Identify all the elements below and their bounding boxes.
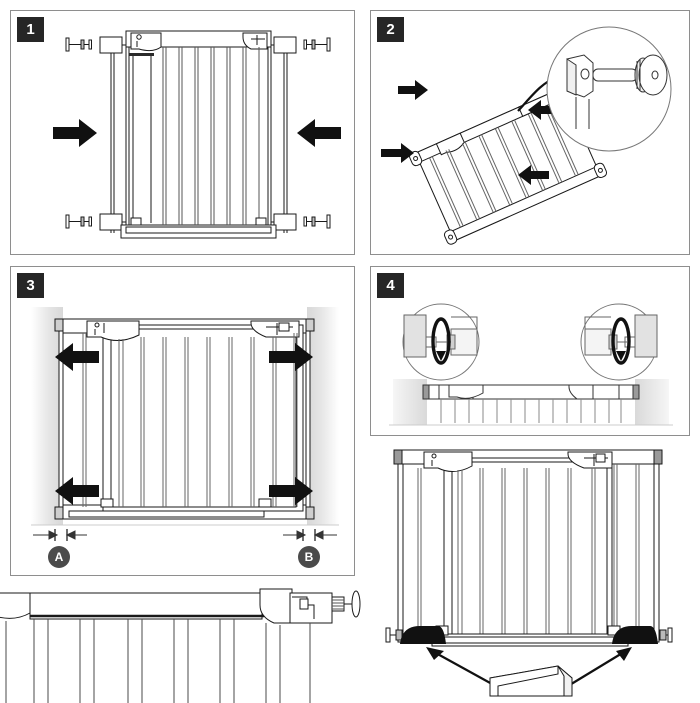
arrow-expand-lower-right [269,477,313,505]
left-knob-rotation-detail [402,303,480,381]
arrow-push-left [297,119,341,147]
installed-gate-with-wedges [385,449,673,697]
wall-right-topdown [635,379,669,425]
arrow-expand-upper-left [55,343,99,371]
gate-hinge-housing [242,32,268,50]
gap-callout-a: A [48,546,70,568]
dimension-marks-b [283,529,337,541]
arrow-spindle-upper-left [398,80,428,100]
spindle-knob-detail-contents [566,54,668,129]
panel-step-1: 1 [10,10,355,255]
wall-left-topdown [393,379,427,425]
top-rail-closeup-drawing [0,588,361,703]
gate-topdown-frame [422,384,640,423]
step-badge-1: 1 [17,17,44,42]
rotation-arrow-icon-left [431,317,451,365]
wall-right [307,307,339,525]
gate-bars [162,47,260,225]
gate-tilted-view-with-spindle-detail [381,26,672,245]
floor-wedge-right [612,626,658,644]
floor-wedge-left [400,626,446,644]
wedge-leader-arrowhead-right [616,647,632,661]
gate-latch-housing [129,32,162,223]
bolt-top-right [303,37,331,52]
step-badge-2: 2 [377,17,404,42]
step-badge-4: 4 [377,273,404,298]
wedge-leader-arrowhead-left [426,647,444,660]
gate-topdown-with-knob-rotation-details [389,303,673,426]
panel-2-artwork [371,11,689,254]
gate-top-rail-closeup [0,583,364,703]
bolt-bottom-left [65,214,92,229]
rotation-arrowhead-left [436,351,446,361]
wall-left [31,307,63,525]
bolt-top-left [65,37,92,52]
gate-with-floor-wedges [372,438,692,700]
arrow-push-right [53,119,97,147]
rotation-arrowhead-right [616,351,626,361]
gate-expanded-in-doorway [31,307,339,541]
gate-hinge-housing [250,320,300,338]
step-badge-3: 3 [17,273,44,298]
arrow-spindle-lower-left [381,143,414,163]
tilted-gate-frame [408,84,608,245]
gate-front-view-with-hardware [53,30,341,239]
bolt-bottom-right [303,214,331,229]
panel-3-artwork [11,267,354,575]
wedge-leader-arrow-left [433,651,493,685]
right-knob-rotation-detail [580,303,658,381]
u-channel-threshold-bar [489,665,573,697]
panel-4-artwork [371,267,689,435]
dimension-marks-a [33,529,87,541]
rotation-arrow-icon-right [611,317,631,365]
panel-1-artwork [11,11,354,254]
wedge-leader-arrow-right [567,651,625,687]
arrow-expand-upper-right [269,343,313,371]
gap-callout-b: B [298,546,320,568]
arrow-spindle-lower-right [518,165,549,185]
panel-step-3: 3 [10,266,355,576]
panel-step-4: 4 [370,266,690,436]
panel-step-2: 2 [370,10,690,255]
arrow-expand-lower-left [55,477,99,505]
arrow-spindle-upper-right [528,100,559,120]
